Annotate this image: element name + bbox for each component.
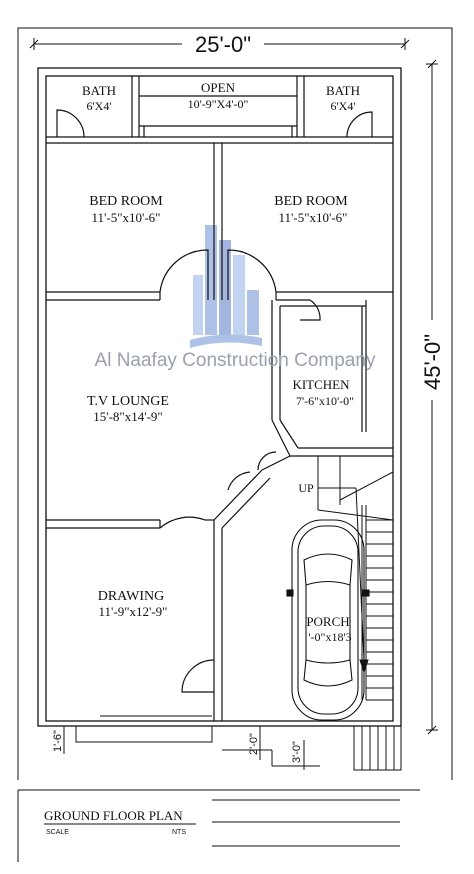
drawing-size: 11'-9"x12'-9": [99, 604, 168, 619]
lounge-name: T.V LOUNGE: [87, 394, 169, 409]
kitchen-walls: [271, 299, 393, 457]
bath-left-name: BATH: [82, 83, 116, 98]
plan-title: GROUND FLOOR PLAN: [44, 808, 183, 823]
step-dim-1: 1'-6": [52, 730, 64, 752]
front-window-steps: [75, 715, 402, 771]
bed-left-name: BED ROOM: [89, 194, 163, 209]
interior-walls: [46, 451, 291, 721]
top-strip-walls: [46, 76, 393, 144]
kitchen-size: 7'-6"x10'-0": [296, 394, 354, 408]
title-block: GROUND FLOOR PLAN SCALE NTS: [44, 808, 196, 836]
overall-width-dim: 25'-0": [195, 32, 251, 57]
bed-right-size: 11'-5"x10'-6": [279, 210, 348, 225]
scale-label: SCALE: [46, 829, 69, 836]
staircase: [317, 456, 394, 701]
bed-left-size: 11'-5"x10'-6": [92, 210, 161, 225]
dimension-lines: [29, 38, 438, 770]
bed-right-name: BED ROOM: [274, 194, 348, 209]
porch-size: '-0"x18'3: [308, 630, 351, 644]
exterior-walls: [37, 67, 402, 727]
step-dim-3: 3'-0": [291, 741, 303, 763]
watermark-text: Al Naafay Construction Company: [95, 350, 376, 371]
open-name: OPEN: [201, 80, 236, 95]
stair-up-label: UP: [298, 481, 314, 495]
open-size: 10'-9"X4'-0": [188, 97, 249, 111]
step-dim-2: 2'-0": [248, 733, 260, 755]
bath-left-size: 6'X4': [87, 99, 112, 113]
kitchen-name: KITCHEN: [292, 377, 350, 392]
lounge-size: 15'-8"x14'-9": [93, 409, 162, 424]
watermark-logo: [190, 225, 262, 348]
bath-right-size: 6'X4': [331, 99, 356, 113]
bedroom-walls: [46, 143, 393, 301]
sheet-frame: [17, 27, 453, 862]
drawing-name: DRAWING: [98, 589, 165, 604]
bath-right-name: BATH: [326, 83, 360, 98]
overall-depth-dim: 45'-0": [420, 334, 445, 390]
scale-value: NTS: [172, 829, 186, 836]
porch-name: PORCH: [306, 614, 349, 629]
car-outline: [286, 519, 370, 721]
